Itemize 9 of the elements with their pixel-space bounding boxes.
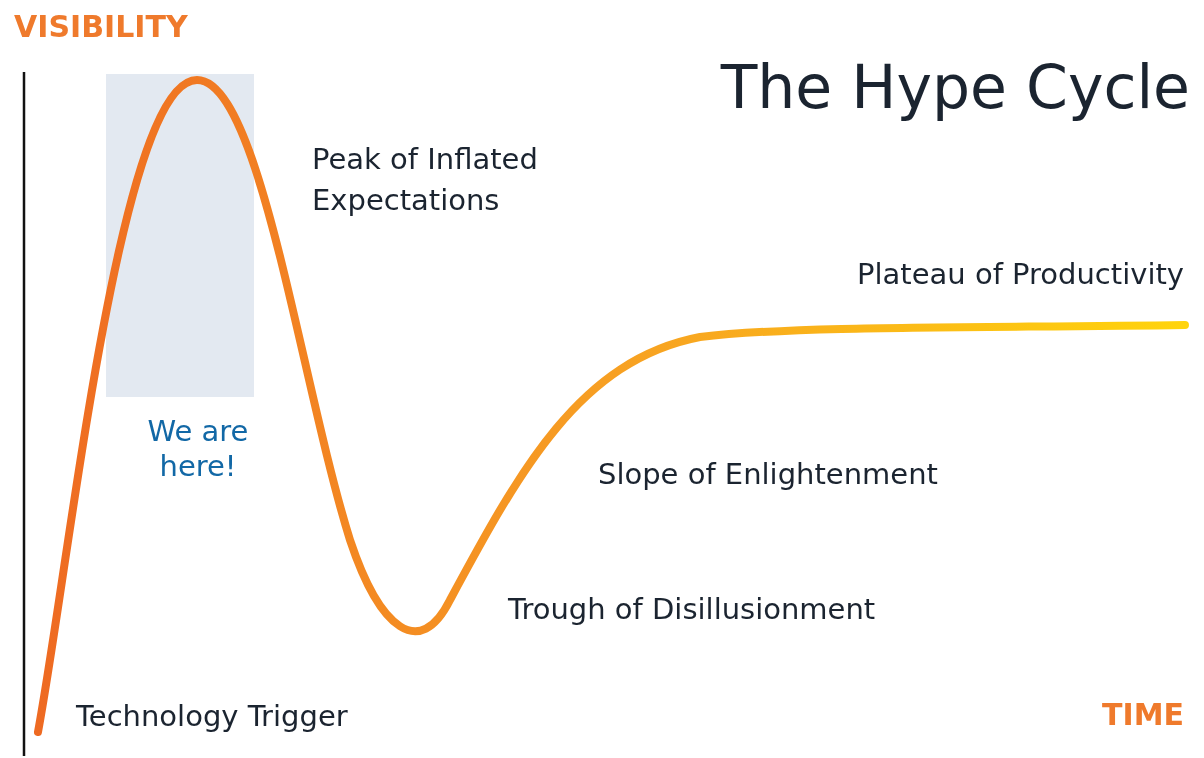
marker-label: We are here! xyxy=(146,414,250,484)
phase-label: Technology Trigger xyxy=(76,698,348,735)
phase-label: Slope of Enlightenment xyxy=(598,456,938,493)
chart-title: The Hype Cycle xyxy=(720,51,1190,124)
axis-label: TIME xyxy=(1102,696,1184,734)
phase-label: Plateau of Productivity xyxy=(857,256,1184,293)
axis-label: VISIBILITY xyxy=(14,8,188,46)
phase-label: Trough of Disillusionment xyxy=(508,591,876,628)
phase-label: Peak of Inflated Expectations xyxy=(312,141,539,219)
